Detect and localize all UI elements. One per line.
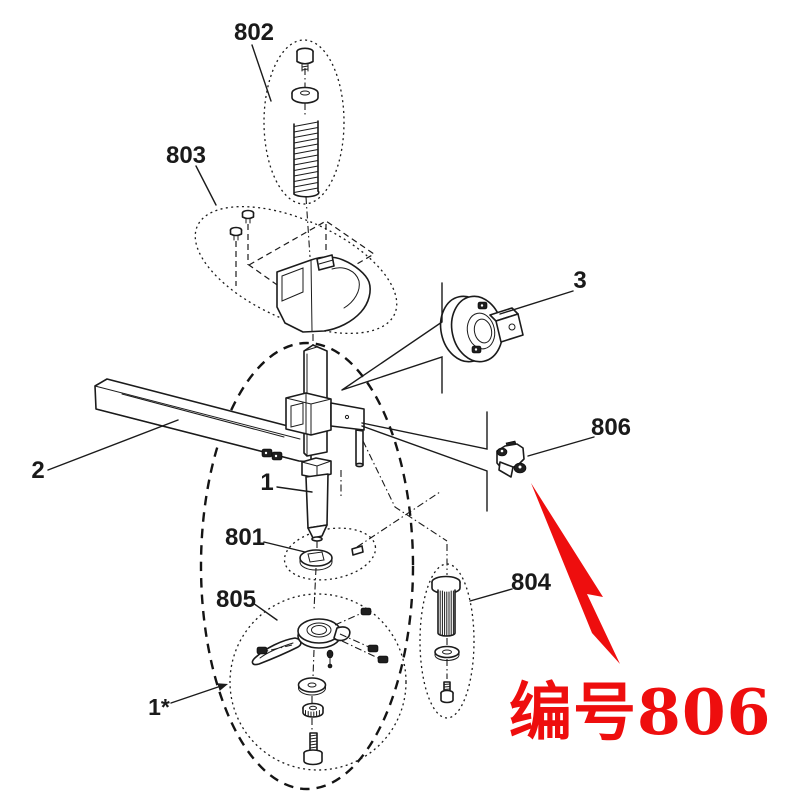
hub-screw-e bbox=[367, 644, 379, 653]
red-annotation-text: 编号806 bbox=[509, 675, 772, 749]
screw-804 bbox=[440, 681, 454, 704]
callout-label-801: 801 bbox=[225, 524, 265, 551]
part-803-housing bbox=[229, 209, 376, 333]
spring-802 bbox=[293, 120, 320, 198]
hub-screw-w bbox=[256, 646, 268, 655]
bolt-805 bbox=[303, 732, 323, 766]
screw-803-a bbox=[241, 209, 255, 224]
shaft-clamp-bracket bbox=[285, 392, 365, 468]
leader-804 bbox=[469, 588, 513, 602]
part-806-clip bbox=[496, 440, 527, 478]
hub-screw-ne bbox=[360, 607, 372, 616]
callout-bracket-3 bbox=[341, 282, 443, 394]
leader-2 bbox=[47, 419, 179, 471]
part-804-knob-assembly bbox=[431, 575, 461, 704]
part-3-knob bbox=[439, 295, 524, 363]
leader-3 bbox=[499, 290, 574, 315]
screw-803-b bbox=[229, 226, 243, 241]
hub-tab bbox=[333, 626, 351, 642]
group-circle-805 bbox=[229, 593, 407, 771]
part-805-hub-assembly bbox=[251, 607, 389, 766]
callout-label-804: 804 bbox=[511, 569, 552, 596]
callout-label-3: 3 bbox=[573, 267, 586, 294]
group-ellipse-803 bbox=[194, 205, 398, 335]
callout-label-2: 2 bbox=[31, 457, 44, 484]
callout-label-1: 1 bbox=[260, 469, 273, 496]
shaft-tip bbox=[311, 536, 323, 542]
part-801-washer-key bbox=[299, 545, 364, 571]
group-ellipse-804 bbox=[419, 563, 475, 719]
hub-screw-se bbox=[377, 655, 389, 664]
callout-label-802: 802 bbox=[234, 19, 274, 46]
group-ellipse-1star bbox=[199, 341, 415, 791]
leader-805 bbox=[252, 602, 278, 621]
clamp-extension bbox=[330, 402, 365, 431]
callout-label-806: 806 bbox=[591, 414, 631, 441]
leader-803 bbox=[195, 165, 217, 206]
assembly-axis-lines bbox=[340, 440, 448, 679]
clip-screws-2 bbox=[261, 448, 283, 461]
group-ellipse-801 bbox=[283, 527, 377, 581]
callout-bracket-806 bbox=[361, 411, 488, 512]
housing-803-body bbox=[276, 256, 371, 333]
red-arrow bbox=[531, 483, 620, 664]
part-1-shaft bbox=[301, 344, 332, 542]
washer-804 bbox=[434, 645, 460, 659]
leader-802 bbox=[251, 44, 272, 102]
callout-label-803: 803 bbox=[166, 142, 206, 169]
leader-1star bbox=[170, 683, 228, 704]
hub-small-screw bbox=[326, 649, 334, 659]
shaft-cylinder bbox=[305, 473, 329, 529]
callout-label-1star: 1* bbox=[148, 694, 170, 720]
key-801 bbox=[351, 545, 364, 556]
part-2-bar bbox=[94, 378, 312, 463]
group-ellipse-802 bbox=[263, 39, 345, 205]
nut-805 bbox=[302, 702, 324, 718]
leader-801 bbox=[263, 541, 306, 553]
clamp-pin bbox=[355, 429, 364, 466]
callout-label-805: 805 bbox=[216, 586, 256, 613]
part-802-screw-washer-spring bbox=[291, 47, 320, 258]
leader-806 bbox=[527, 436, 595, 457]
leader-1 bbox=[276, 486, 313, 493]
washer-805 bbox=[297, 677, 327, 693]
center-axis-line bbox=[311, 334, 318, 730]
